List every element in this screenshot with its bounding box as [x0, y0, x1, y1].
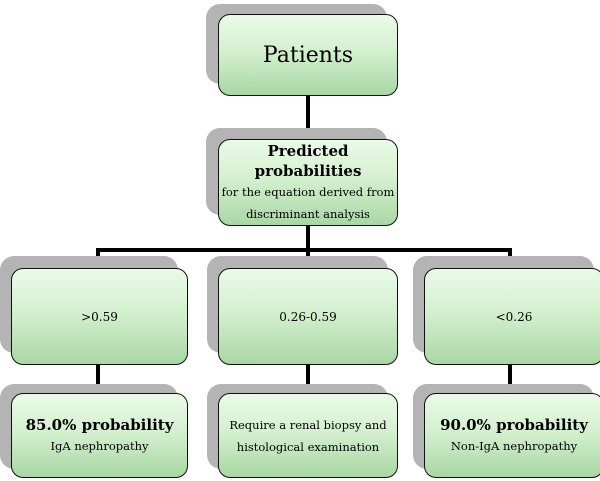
connector-predictor-down	[306, 224, 310, 250]
predictor-line-2: discriminant analysis	[246, 206, 370, 221]
connector-left-to-outcome	[96, 365, 100, 393]
outcome-left-node: 85.0% probability IgA nephropathy	[11, 393, 188, 478]
outcome-right-title: 90.0% probability	[440, 415, 588, 434]
outcome-middle-line-1: Require a renal biopsy and	[229, 417, 387, 432]
branch-middle-node: 0.26-0.59	[218, 268, 398, 365]
predictor-node: Predicted probabilities for the equation…	[218, 139, 398, 226]
root-node: Patients	[218, 14, 398, 96]
outcome-middle-line-2: histological examination	[236, 439, 380, 454]
branch-left-node: >0.59	[11, 268, 188, 365]
outcome-right-text: Non-IgA nephropathy	[450, 438, 578, 453]
branch-right-node: <0.26	[424, 268, 600, 365]
connector-middle-to-outcome	[306, 365, 310, 393]
branch-middle-threshold: 0.26-0.59	[279, 309, 337, 324]
outcome-left-text: IgA nephropathy	[50, 438, 149, 453]
outcome-left-title: 85.0% probability	[25, 415, 174, 434]
connector-right-to-outcome	[508, 365, 512, 393]
predictor-title: Predicted probabilities	[254, 141, 362, 180]
root-label: Patients	[262, 42, 354, 68]
connector-horizontal-bar	[96, 248, 512, 252]
outcome-right-node: 90.0% probability Non-IgA nephropathy	[424, 393, 600, 478]
connector-root-to-predictor	[306, 96, 310, 129]
branch-left-threshold: >0.59	[81, 309, 118, 324]
predictor-line-1: for the equation derived from	[221, 184, 395, 199]
branch-right-threshold: <0.26	[495, 309, 533, 324]
outcome-middle-node: Require a renal biopsy and histological …	[218, 393, 398, 478]
